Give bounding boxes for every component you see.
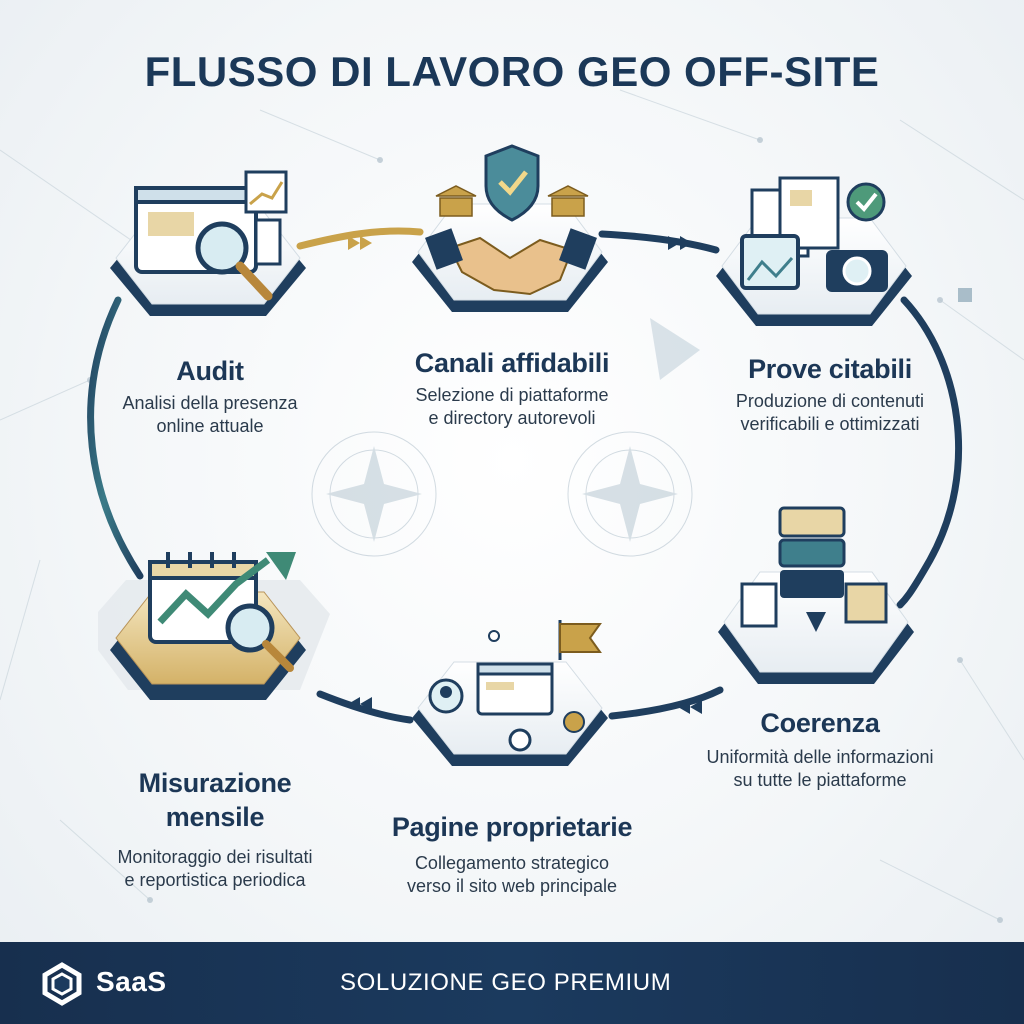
compass-icon xyxy=(311,431,437,557)
footer-bar: SaaS SOLUZIONE GEO PREMIUM xyxy=(0,942,1024,1024)
page-title: FLUSSO DI LAVORO GEO OFF-SITE xyxy=(144,48,880,95)
node-audit-desc-line2: online attuale xyxy=(156,416,264,436)
calendar-chart-icon xyxy=(148,552,296,672)
audit-magnifier-icon xyxy=(134,170,288,301)
node-canali-title: Canali affidabili xyxy=(414,348,610,378)
webpage-flag-icon xyxy=(428,620,602,752)
node-canali-desc: Selezione di piattaforme e directory aut… xyxy=(370,384,654,430)
database-stack-icon xyxy=(740,506,888,632)
brand-name: SaaS xyxy=(96,966,167,997)
node-prove-desc-line1: Produzione di contenuti xyxy=(735,391,925,411)
node-prove-desc-line2: verificabili e ottimizzati xyxy=(740,414,920,434)
flow-arrow-icon xyxy=(348,236,372,250)
node-audit-desc: Analisi della presenza online attuale xyxy=(80,392,340,438)
node-prove-title: Prove citabili xyxy=(748,354,912,384)
node-pagine-desc-line1: Collegamento strategico xyxy=(414,853,610,873)
footer-tagline: SOLUZIONE GEO PREMIUM xyxy=(340,969,672,996)
node-audit-desc-line1: Analisi della presenza xyxy=(122,393,298,413)
node-misurazione-desc: Monitoraggio dei risultati e reportistic… xyxy=(80,846,350,892)
brand-logo-icon xyxy=(42,962,82,1006)
node-pagine-desc: Collegamento strategico verso il sito we… xyxy=(360,852,664,898)
flow-arrow-icon xyxy=(668,236,692,250)
node-coerenza-desc-line2: su tutte le piattaforme xyxy=(733,770,907,790)
handshake-icon xyxy=(425,144,597,296)
node-coerenza-title: Coerenza xyxy=(760,708,880,738)
flow-arrow-icon xyxy=(678,700,702,714)
flow-arrow-icon xyxy=(348,697,372,711)
workflow-ring xyxy=(87,227,963,724)
compass-icon xyxy=(567,431,693,557)
node-misurazione-desc-line1: Monitoraggio dei risultati xyxy=(117,847,313,867)
node-misurazione-title-line1: Misurazione xyxy=(138,768,292,798)
node-pagine-title: Pagine proprietarie xyxy=(391,812,633,842)
node-misurazione-desc-line2: e reportistica periodica xyxy=(124,870,306,890)
node-audit-title: Audit xyxy=(176,356,244,386)
node-canali-desc-line2: e directory autorevoli xyxy=(428,408,596,428)
node-coerenza-desc-line1: Uniformità delle informazioni xyxy=(706,747,934,767)
node-pagine-desc-line2: verso il sito web principale xyxy=(406,876,618,896)
node-canali-desc-line1: Selezione di piattaforme xyxy=(415,385,609,405)
node-coerenza-desc: Uniformità delle informazioni su tutte l… xyxy=(660,746,980,792)
documents-camera-icon xyxy=(740,176,888,292)
node-prove-desc: Produzione di contenuti verificabili e o… xyxy=(680,390,980,436)
node-misurazione-title-line2: mensile xyxy=(165,802,265,832)
node-misurazione-title: Misurazione mensile xyxy=(80,766,350,834)
